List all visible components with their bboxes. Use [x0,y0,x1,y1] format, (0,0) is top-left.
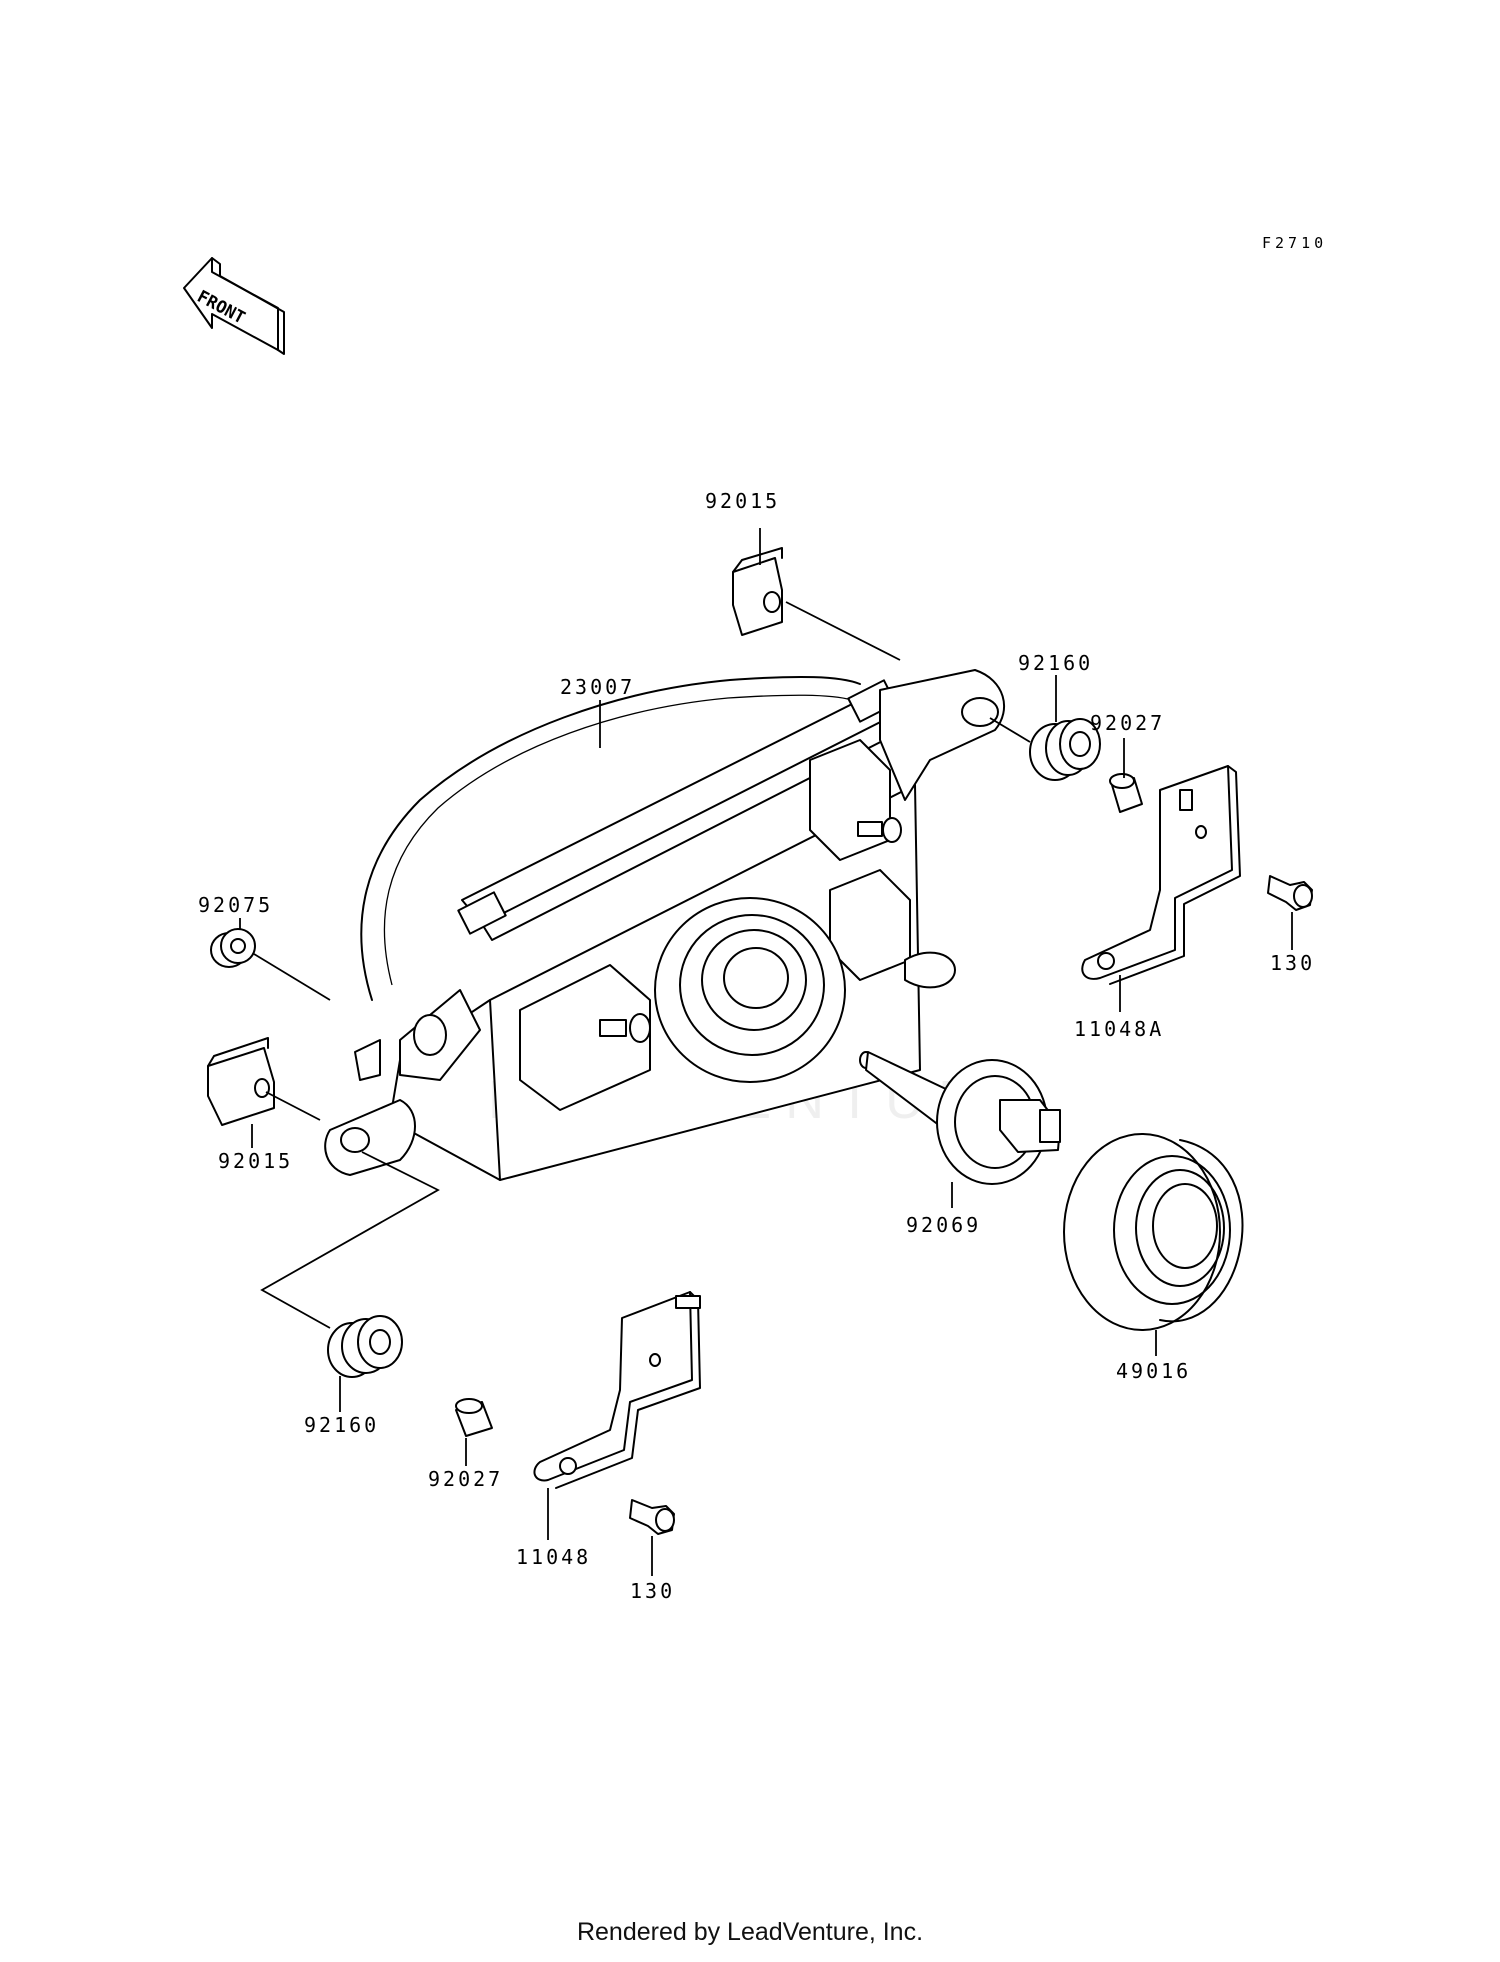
label-92075: 92075 [198,893,273,917]
clip-nut-left [207,1037,275,1126]
footer-credit: Rendered by LeadVenture, Inc. [576,1918,924,1946]
label-11048: 11048 [516,1545,591,1569]
label-92015-top: 92015 [705,489,780,513]
bracket-bottom [533,1291,701,1489]
bolt-bottom [629,1499,675,1535]
label-92160-bottom: 92160 [304,1413,379,1437]
label-11048A: 11048A [1074,1017,1164,1041]
front-arrow-icon: FRONT [183,257,285,355]
grommet-left-small [210,928,256,968]
diagram-code: F2710 [1262,234,1327,252]
collar-bottom [455,1398,493,1437]
bolt-right [1267,875,1313,911]
label-92027-bottom: 92027 [428,1467,503,1491]
label-130-bottom: 130 [630,1579,675,1603]
collar-top [1109,773,1143,813]
grommet-bottom [327,1315,403,1378]
label-92015-left: 92015 [218,1149,293,1173]
label-23007: 23007 [560,675,635,699]
leader-lines [239,528,1293,1576]
label-92160-top: 92160 [1018,651,1093,675]
label-49016: 49016 [1116,1359,1191,1383]
headlight-bulb [859,1051,1061,1185]
headlight-housing [324,669,1005,1181]
label-130-right: 130 [1270,951,1315,975]
clip-nut-top [732,547,783,636]
dust-cover [1063,1133,1244,1331]
grommet-top [1029,718,1101,781]
bracket-right [1081,765,1241,985]
label-92069: 92069 [906,1213,981,1237]
label-92027-top: 92027 [1090,711,1165,735]
